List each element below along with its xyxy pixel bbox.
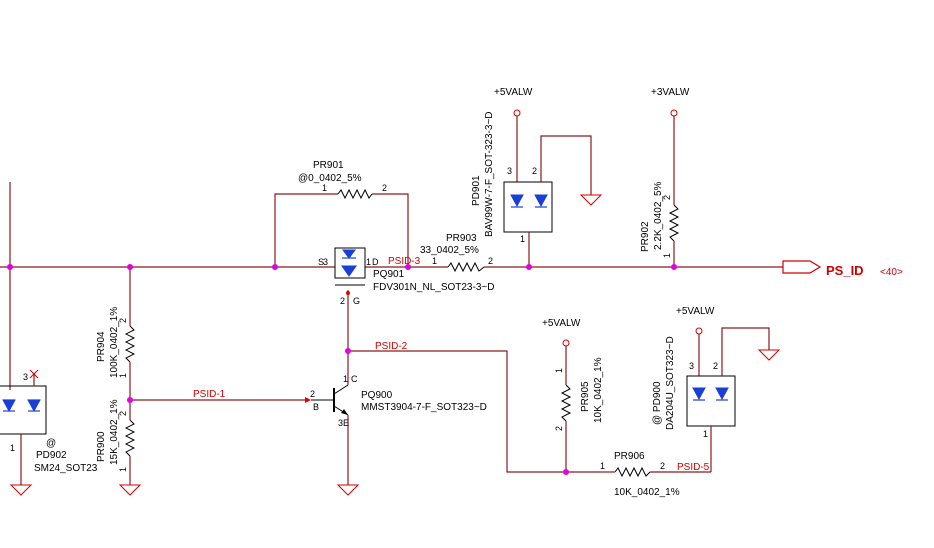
pd902-pin1: 1: [10, 443, 15, 453]
pr902-resistor: +3VALW 2 1 PR902 2.2K_0402_5%: [640, 87, 690, 267]
junction-dots: [7, 264, 677, 475]
pq901-ref: PQ901: [373, 269, 405, 280]
pr906-resistor: PR906 10K_0402_1% 1 2: [600, 451, 711, 498]
pq900-label-e: E: [343, 418, 349, 428]
pr901-resistor: PR901 @0_0402_5% 1 2: [274, 160, 409, 267]
pr903-value: 33_0402_5%: [420, 245, 479, 256]
net-label-psid2: PSID-2: [375, 341, 408, 352]
net-label-psid3: PSID-3: [388, 256, 421, 267]
pr901-ref: PR901: [313, 160, 344, 171]
pr906-ref: PR906: [614, 451, 645, 462]
pd900-value: DA204U_SOT323~D: [665, 336, 676, 430]
pq901-pin-d: 1: [366, 257, 371, 267]
pr906-value: 10K_0402_1%: [614, 487, 680, 498]
pd900-diode: +5VALW 3 2 1 @ PD900 DA204U_SOT323~D: [652, 306, 781, 472]
pd901-rail: +5VALW: [494, 87, 533, 98]
pd901-pin3: 3: [507, 166, 512, 176]
pd901-ref: PD901: [471, 175, 482, 206]
pr905-pin1: 1: [554, 368, 564, 373]
pr903-pin1: 1: [432, 256, 437, 266]
pq900-label-b: B: [313, 402, 319, 412]
net-label-psid1: PSID-1: [193, 389, 226, 400]
offpage-connector-ps-id: PS_ID <40>: [782, 260, 903, 278]
pr906-pin2: 2: [660, 461, 665, 471]
pr903-ref: PR903: [446, 233, 477, 244]
pr904-pin1: 1: [118, 373, 128, 378]
pq900-label-c: C: [351, 374, 358, 384]
pr904-ref: PR904: [96, 331, 107, 362]
pr901-pin1: 1: [322, 183, 327, 193]
pq901-mosfet: 3 S 1 D 2 G PQ901 FDV301N_NL_SOT23-3~D: [318, 247, 494, 350]
pd902-value: SM24_SOT23: [34, 463, 98, 474]
pr902-pin1: 1: [662, 253, 672, 258]
pr900-resistor: 2 1 PR900 15K_0402_1%: [96, 399, 142, 496]
pq901-label-g: G: [353, 296, 360, 306]
pd900-rail: +5VALW: [676, 306, 715, 317]
pd901-pin2: 2: [532, 166, 537, 176]
pr906-pin1: 1: [600, 461, 605, 471]
pr900-pin2: 2: [118, 411, 128, 416]
pr905-ref: PR905: [580, 381, 591, 412]
pd900-pin3: 3: [689, 361, 694, 371]
pr905-resistor: +5VALW 1 2 PR905 10K_0402_1%: [542, 318, 604, 472]
pd901-diode: +5VALW 3 2 1 PD901 BAV99W-7-F_SOT-323-3~…: [471, 87, 603, 267]
pq900-ref: PQ900: [361, 390, 393, 401]
pr905-rail: +5VALW: [542, 318, 581, 329]
pq900-pin-e: 3: [338, 418, 343, 428]
pq900-npn-transistor: 2 B 1 C 3 E PQ900 MMST3904-7-F_SOT323~D: [310, 350, 487, 496]
pq900-pin-c: 1: [343, 374, 348, 384]
pr904-value: 100K_0402_1%: [109, 307, 120, 378]
pq901-label-d: D: [372, 257, 379, 267]
pr902-ref: PR902: [640, 221, 651, 252]
pr900-value: 15K_0402_1%: [109, 399, 120, 465]
pr904-pin2: 2: [118, 318, 128, 323]
pr905-pin2: 2: [554, 426, 564, 431]
pr902-value: 2.2K_0402_5%: [653, 181, 664, 250]
pr903-resistor: PR903 33_0402_5% 1 2: [420, 233, 493, 273]
pq901-value: FDV301N_NL_SOT23-3~D: [373, 282, 494, 293]
wire-psid2: [348, 350, 600, 473]
pd901-value: BAV99W-7-F_SOT-323-3~D: [484, 111, 495, 237]
pr905-value: 10K_0402_1%: [593, 357, 604, 423]
pd900-pin1: 1: [703, 429, 708, 439]
pd902-pin3: 3: [23, 372, 28, 382]
pd902-prefix: @: [46, 438, 56, 449]
pr901-pin2: 2: [382, 183, 387, 193]
pr900-pin1: 1: [118, 467, 128, 472]
pr903-pin2: 2: [488, 256, 493, 266]
pq901-pin-g: 2: [340, 296, 345, 306]
pd900-pin2: 2: [713, 361, 718, 371]
pr902-pin2: 2: [662, 195, 672, 200]
offpage-ref: <40>: [880, 267, 903, 278]
pq900-pin-b: 2: [310, 389, 315, 399]
pd902-ref: PD902: [36, 450, 67, 461]
pr902-rail: +3VALW: [651, 87, 690, 98]
pq901-pin-s: 3: [323, 257, 328, 267]
pq900-value: MMST3904-7-F_SOT323~D: [361, 402, 487, 413]
pr900-ref: PR900: [96, 431, 107, 462]
pd902-tvs-diode: 3 1 @ PD902 SM24_SOT23: [0, 369, 98, 496]
net-label-psid5: PSID-5: [677, 462, 710, 473]
pr901-value: @0_0402_5%: [298, 173, 362, 184]
pd900-ref: @ PD900: [652, 381, 663, 425]
pr904-resistor: 2 1 PR904 100K_0402_1%: [96, 267, 136, 400]
pd901-pin1: 1: [520, 234, 525, 244]
pq901-label-s: S: [318, 257, 324, 267]
offpage-name: PS_ID: [826, 263, 864, 278]
